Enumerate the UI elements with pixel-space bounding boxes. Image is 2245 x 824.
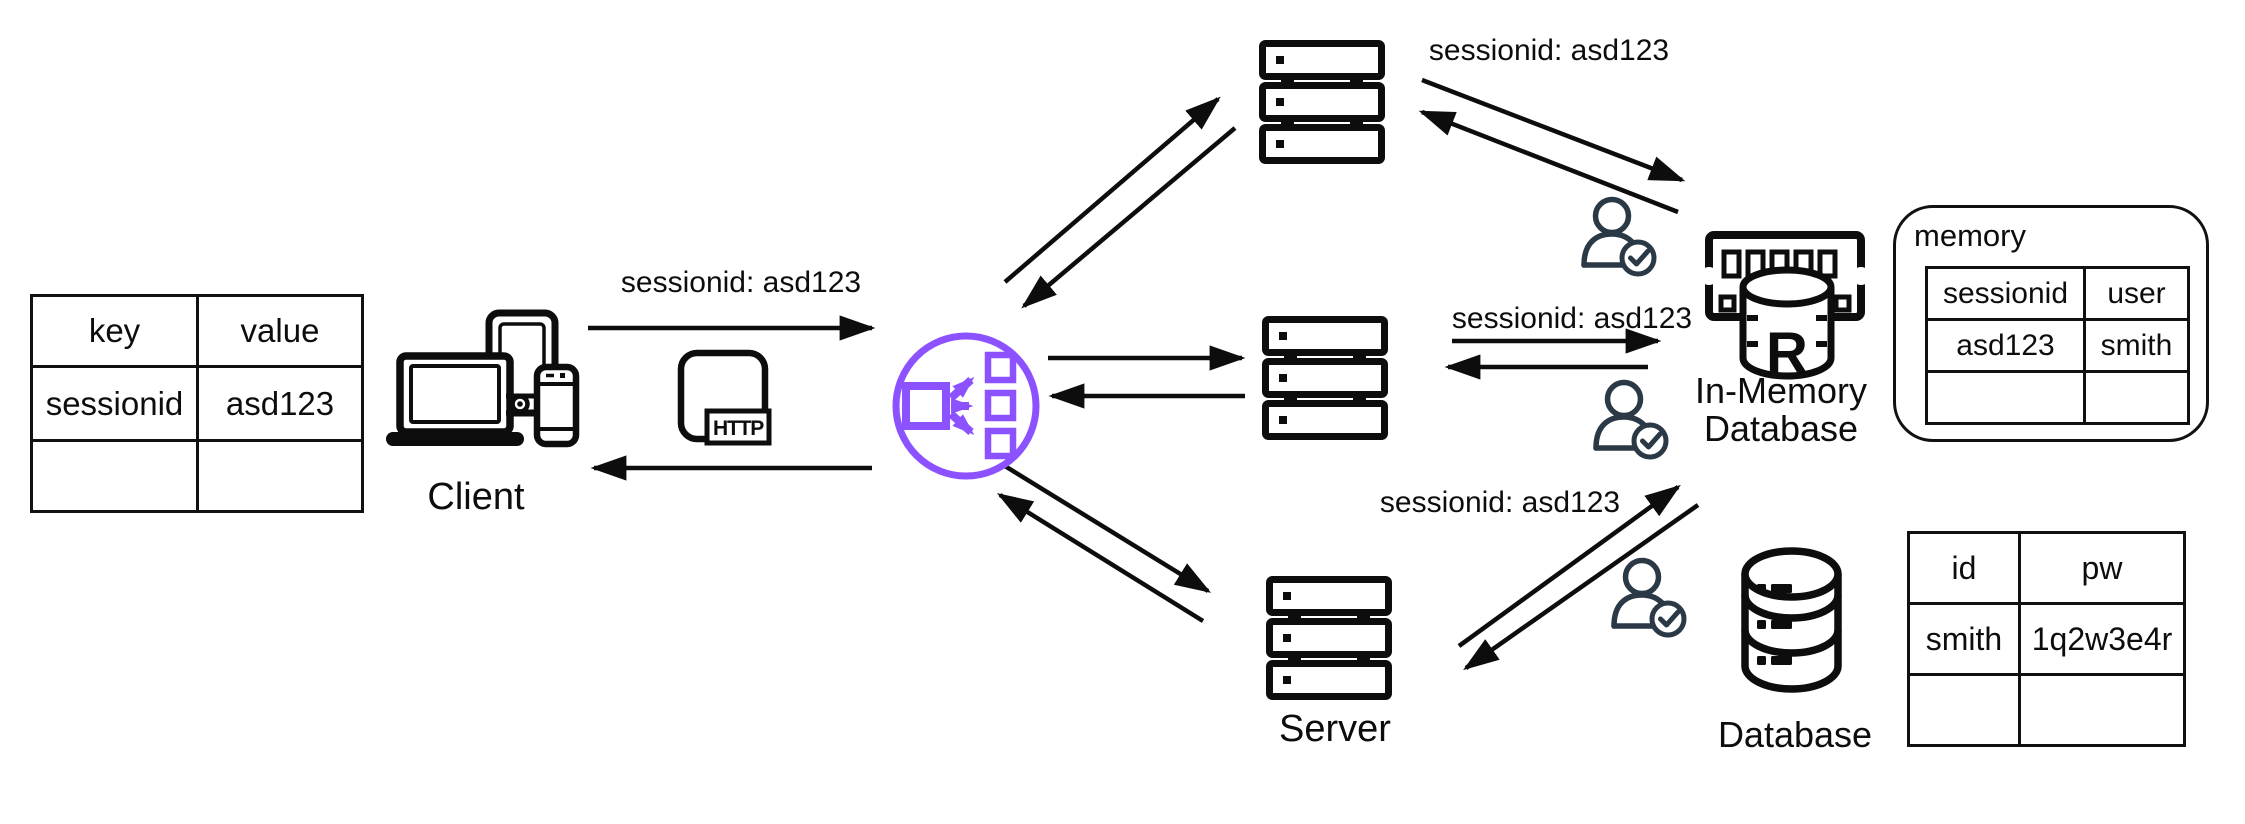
cell-session-value: asd123 xyxy=(1925,318,2086,373)
memory-panel-title: memory xyxy=(1914,218,2026,253)
server-icon-middle xyxy=(1266,320,1385,437)
in-memory-database-label: In-Memory Database xyxy=(1694,370,1868,449)
in-memory-database-icon: R xyxy=(1700,231,1870,386)
arrow-inmemory-to-bottom-server xyxy=(1463,503,1700,671)
table-header-row: id pw xyxy=(1907,531,2186,605)
message-top-server-lookup: sessionid: asd123 xyxy=(1428,34,1670,67)
cell-id-value: smith xyxy=(1907,602,2021,676)
cell-empty xyxy=(1907,673,2021,747)
arrow-lb-to-bottom-server xyxy=(998,461,1212,593)
cell-sessionid-value: asd123 xyxy=(196,365,364,442)
header-cell-id: id xyxy=(1907,531,2021,605)
table-header-row: key value xyxy=(30,294,364,368)
table-row-empty xyxy=(30,439,364,513)
cell-pw-value: 1q2w3e4r xyxy=(2018,602,2186,676)
client-cookie-table: key value sessionid asd123 xyxy=(30,294,364,513)
user-check-icon-bottom xyxy=(1614,561,1684,636)
table-row-empty xyxy=(1925,370,2190,425)
server-icon-top xyxy=(1263,44,1382,161)
client-label: Client xyxy=(427,476,525,518)
header-cell-user: user xyxy=(2083,266,2190,321)
header-cell-key: key xyxy=(30,294,199,368)
message-client-request: sessionid: asd123 xyxy=(620,266,862,299)
database-label: Database xyxy=(1717,714,1873,755)
cell-empty xyxy=(30,439,199,513)
table-row-empty xyxy=(1907,673,2186,747)
header-cell-pw: pw xyxy=(2018,531,2186,605)
memory-table: sessionid user asd123 smith xyxy=(1925,266,2190,425)
cell-empty xyxy=(2083,370,2190,425)
message-middle-server-lookup: sessionid: asd123 xyxy=(1451,302,1693,335)
arrow-lb-to-top-server xyxy=(1003,96,1221,284)
http-badge-text: HTTP xyxy=(713,417,764,440)
cell-empty xyxy=(196,439,364,513)
header-cell-value: value xyxy=(196,294,364,368)
flow-arrows xyxy=(588,77,1700,671)
cell-empty xyxy=(1925,370,2086,425)
table-row: asd123 smith xyxy=(1925,318,2190,373)
cell-sessionid: sessionid xyxy=(30,365,199,442)
credentials-table: id pw smith 1q2w3e4r xyxy=(1907,531,2186,747)
table-row: sessionid asd123 xyxy=(30,365,364,442)
arrow-bottom-server-to-inmemory xyxy=(1457,484,1681,648)
database-icon xyxy=(1741,547,1842,693)
header-cell-sessionid: sessionid xyxy=(1925,266,2086,321)
table-header-row: sessionid user xyxy=(1925,266,2190,321)
memory-panel: memory sessionid user asd123 smith xyxy=(1893,205,2209,442)
user-check-icon-top xyxy=(1584,200,1654,275)
client-devices-icon xyxy=(386,309,580,448)
arrow-top-server-to-lb xyxy=(1021,126,1237,309)
server-label: Server xyxy=(1279,708,1391,750)
arrow-top-server-to-inmemory xyxy=(1421,77,1686,183)
message-bottom-server-lookup: sessionid: asd123 xyxy=(1379,486,1621,519)
server-icon-bottom xyxy=(1270,580,1389,697)
arrow-bottom-server-to-lb xyxy=(996,493,1205,623)
user-check-icon-middle xyxy=(1596,383,1666,458)
table-row: smith 1q2w3e4r xyxy=(1907,602,2186,676)
redis-letter: R xyxy=(1766,321,1808,386)
arrow-inmemory-to-top-server xyxy=(1418,109,1679,215)
cell-empty xyxy=(2018,673,2186,747)
http-icon: HTTP xyxy=(677,349,772,446)
cell-user-value: smith xyxy=(2083,318,2190,373)
load-balancer-icon xyxy=(892,332,1040,480)
